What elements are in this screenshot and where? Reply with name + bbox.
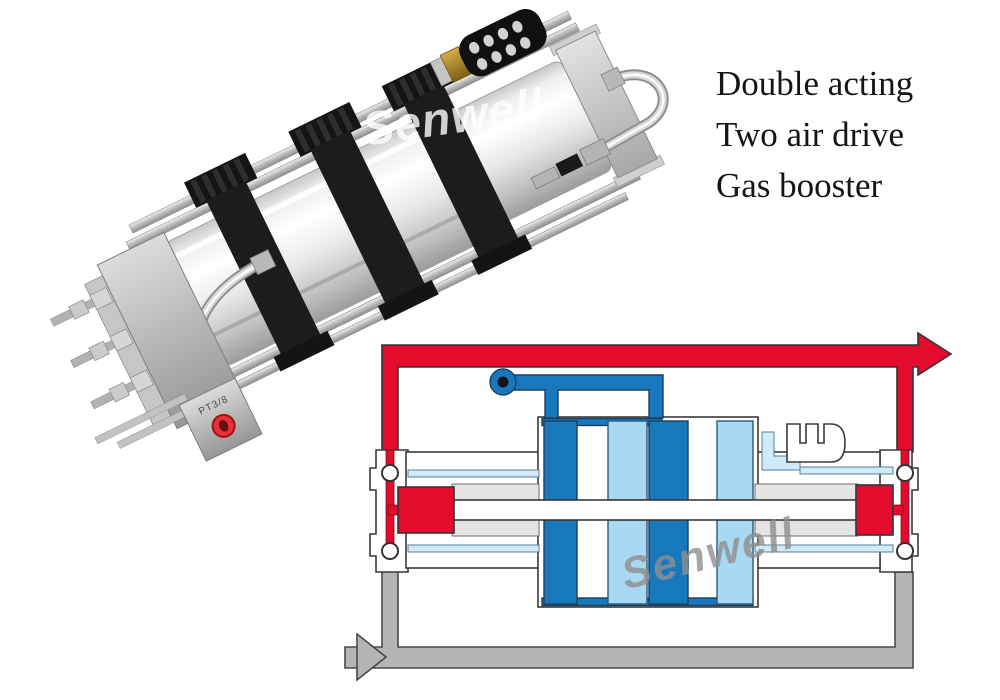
- pilot-tube: [407, 469, 540, 478]
- headline-line-2: Two air drive: [716, 115, 905, 154]
- check-valve: [896, 464, 914, 482]
- pilot-tube: [799, 466, 894, 475]
- product-photo: PT3/8 Senwell: [49, 9, 669, 462]
- pilot-tube: [407, 544, 540, 553]
- pilot-valve: [761, 423, 846, 471]
- exhaust-air-chamber: [607, 420, 648, 501]
- hex-nut: [108, 381, 131, 403]
- exhaust-air-chamber: [716, 420, 754, 501]
- headline-line-3: Gas booster: [716, 166, 883, 205]
- right-end-cap: [554, 30, 659, 179]
- drive-air-chamber: [648, 420, 689, 501]
- drive-air-chamber: [543, 420, 578, 501]
- outlet-pipe: [381, 331, 953, 453]
- hex-nut: [68, 299, 90, 320]
- right-gas-piston: [855, 484, 894, 536]
- left-gas-piston: [397, 486, 455, 534]
- air-inlet-arrow: [356, 632, 388, 682]
- check-valve: [381, 464, 399, 482]
- pilot-tube: [754, 544, 894, 553]
- booster-schematic: Senwell: [344, 331, 953, 682]
- hex-nut: [88, 340, 110, 362]
- muffler: [429, 9, 547, 87]
- gas-outlet-port: PT3/8: [178, 377, 263, 462]
- mounting-bracket: [288, 101, 439, 321]
- drive-air-supply: [489, 368, 664, 419]
- headline-line-1: Double acting: [716, 64, 914, 103]
- piston-rod: [439, 499, 863, 521]
- booster-assembly: PT3/8: [49, 9, 669, 462]
- check-valve: [381, 542, 399, 560]
- check-valve: [896, 542, 914, 560]
- outlet-tubing: [530, 66, 669, 190]
- headline: Double acting Two air drive Gas booster: [716, 58, 913, 211]
- drive-air-chamber: [543, 519, 578, 605]
